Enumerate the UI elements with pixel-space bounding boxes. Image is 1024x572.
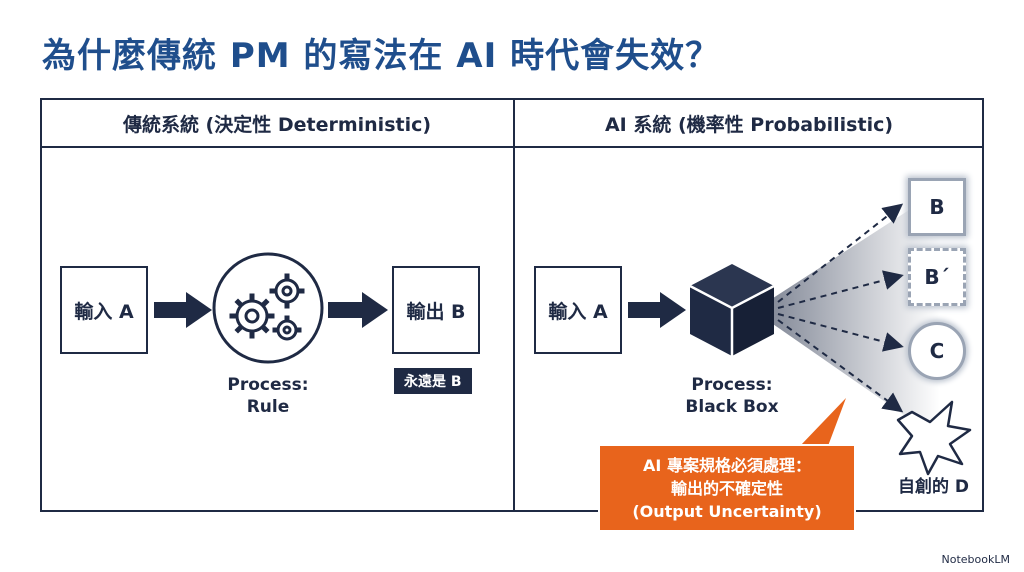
callout-line1: AI 專案規格必須處理： [643,456,811,475]
callout-pointer [800,398,846,446]
arrow-right-icon [328,292,388,328]
uncertainty-callout: AI 專案規格必須處理： 輸出的不確定性 (Output Uncertainty… [598,444,856,532]
black-box-cube-icon [689,264,775,356]
created-d-label: 自創的 D [898,477,970,497]
left-process-label: Process: Rule [218,374,318,418]
arrow-right-icon [628,292,686,328]
right-panel-header: AI 系統 (機率性 Probabilistic) [604,114,894,136]
left-input-box: 輸入 A [60,266,148,354]
output-b-prime: B´ [908,248,966,306]
left-output-box: 輸出 B [392,266,480,354]
panel-divider-vertical [513,100,515,510]
callout-line2: 輸出的不確定性 [670,479,783,498]
callout-line3: (Output Uncertainty) [632,502,822,521]
brand-watermark: NotebookLM [941,553,1010,566]
right-process-label: Process: Black Box [672,374,792,418]
left-panel-header: 傳統系統 (決定性 Deterministic) [122,114,432,136]
comparison-frame: 傳統系統 (決定性 Deterministic) AI 系統 (機率性 Prob… [40,98,984,512]
burst-shape-icon [896,400,972,476]
arrow-right-icon [154,292,212,328]
page-title: 為什麼傳統 PM 的寫法在 AI 時代會失效？ [42,36,721,76]
output-c: C [908,322,966,380]
uncertainty-arrows [777,203,904,413]
right-process-line2: Black Box [685,397,779,417]
left-process-line2: Rule [246,397,290,417]
output-b: B [908,178,966,236]
right-input-box: 輸入 A [534,266,622,354]
left-process-line1: Process: [227,375,309,395]
header-divider [42,146,982,148]
right-process-line1: Process: [691,375,773,395]
always-b-tag: 永遠是 B [394,368,472,394]
probability-beam [770,190,940,440]
gears-icon [212,252,324,364]
